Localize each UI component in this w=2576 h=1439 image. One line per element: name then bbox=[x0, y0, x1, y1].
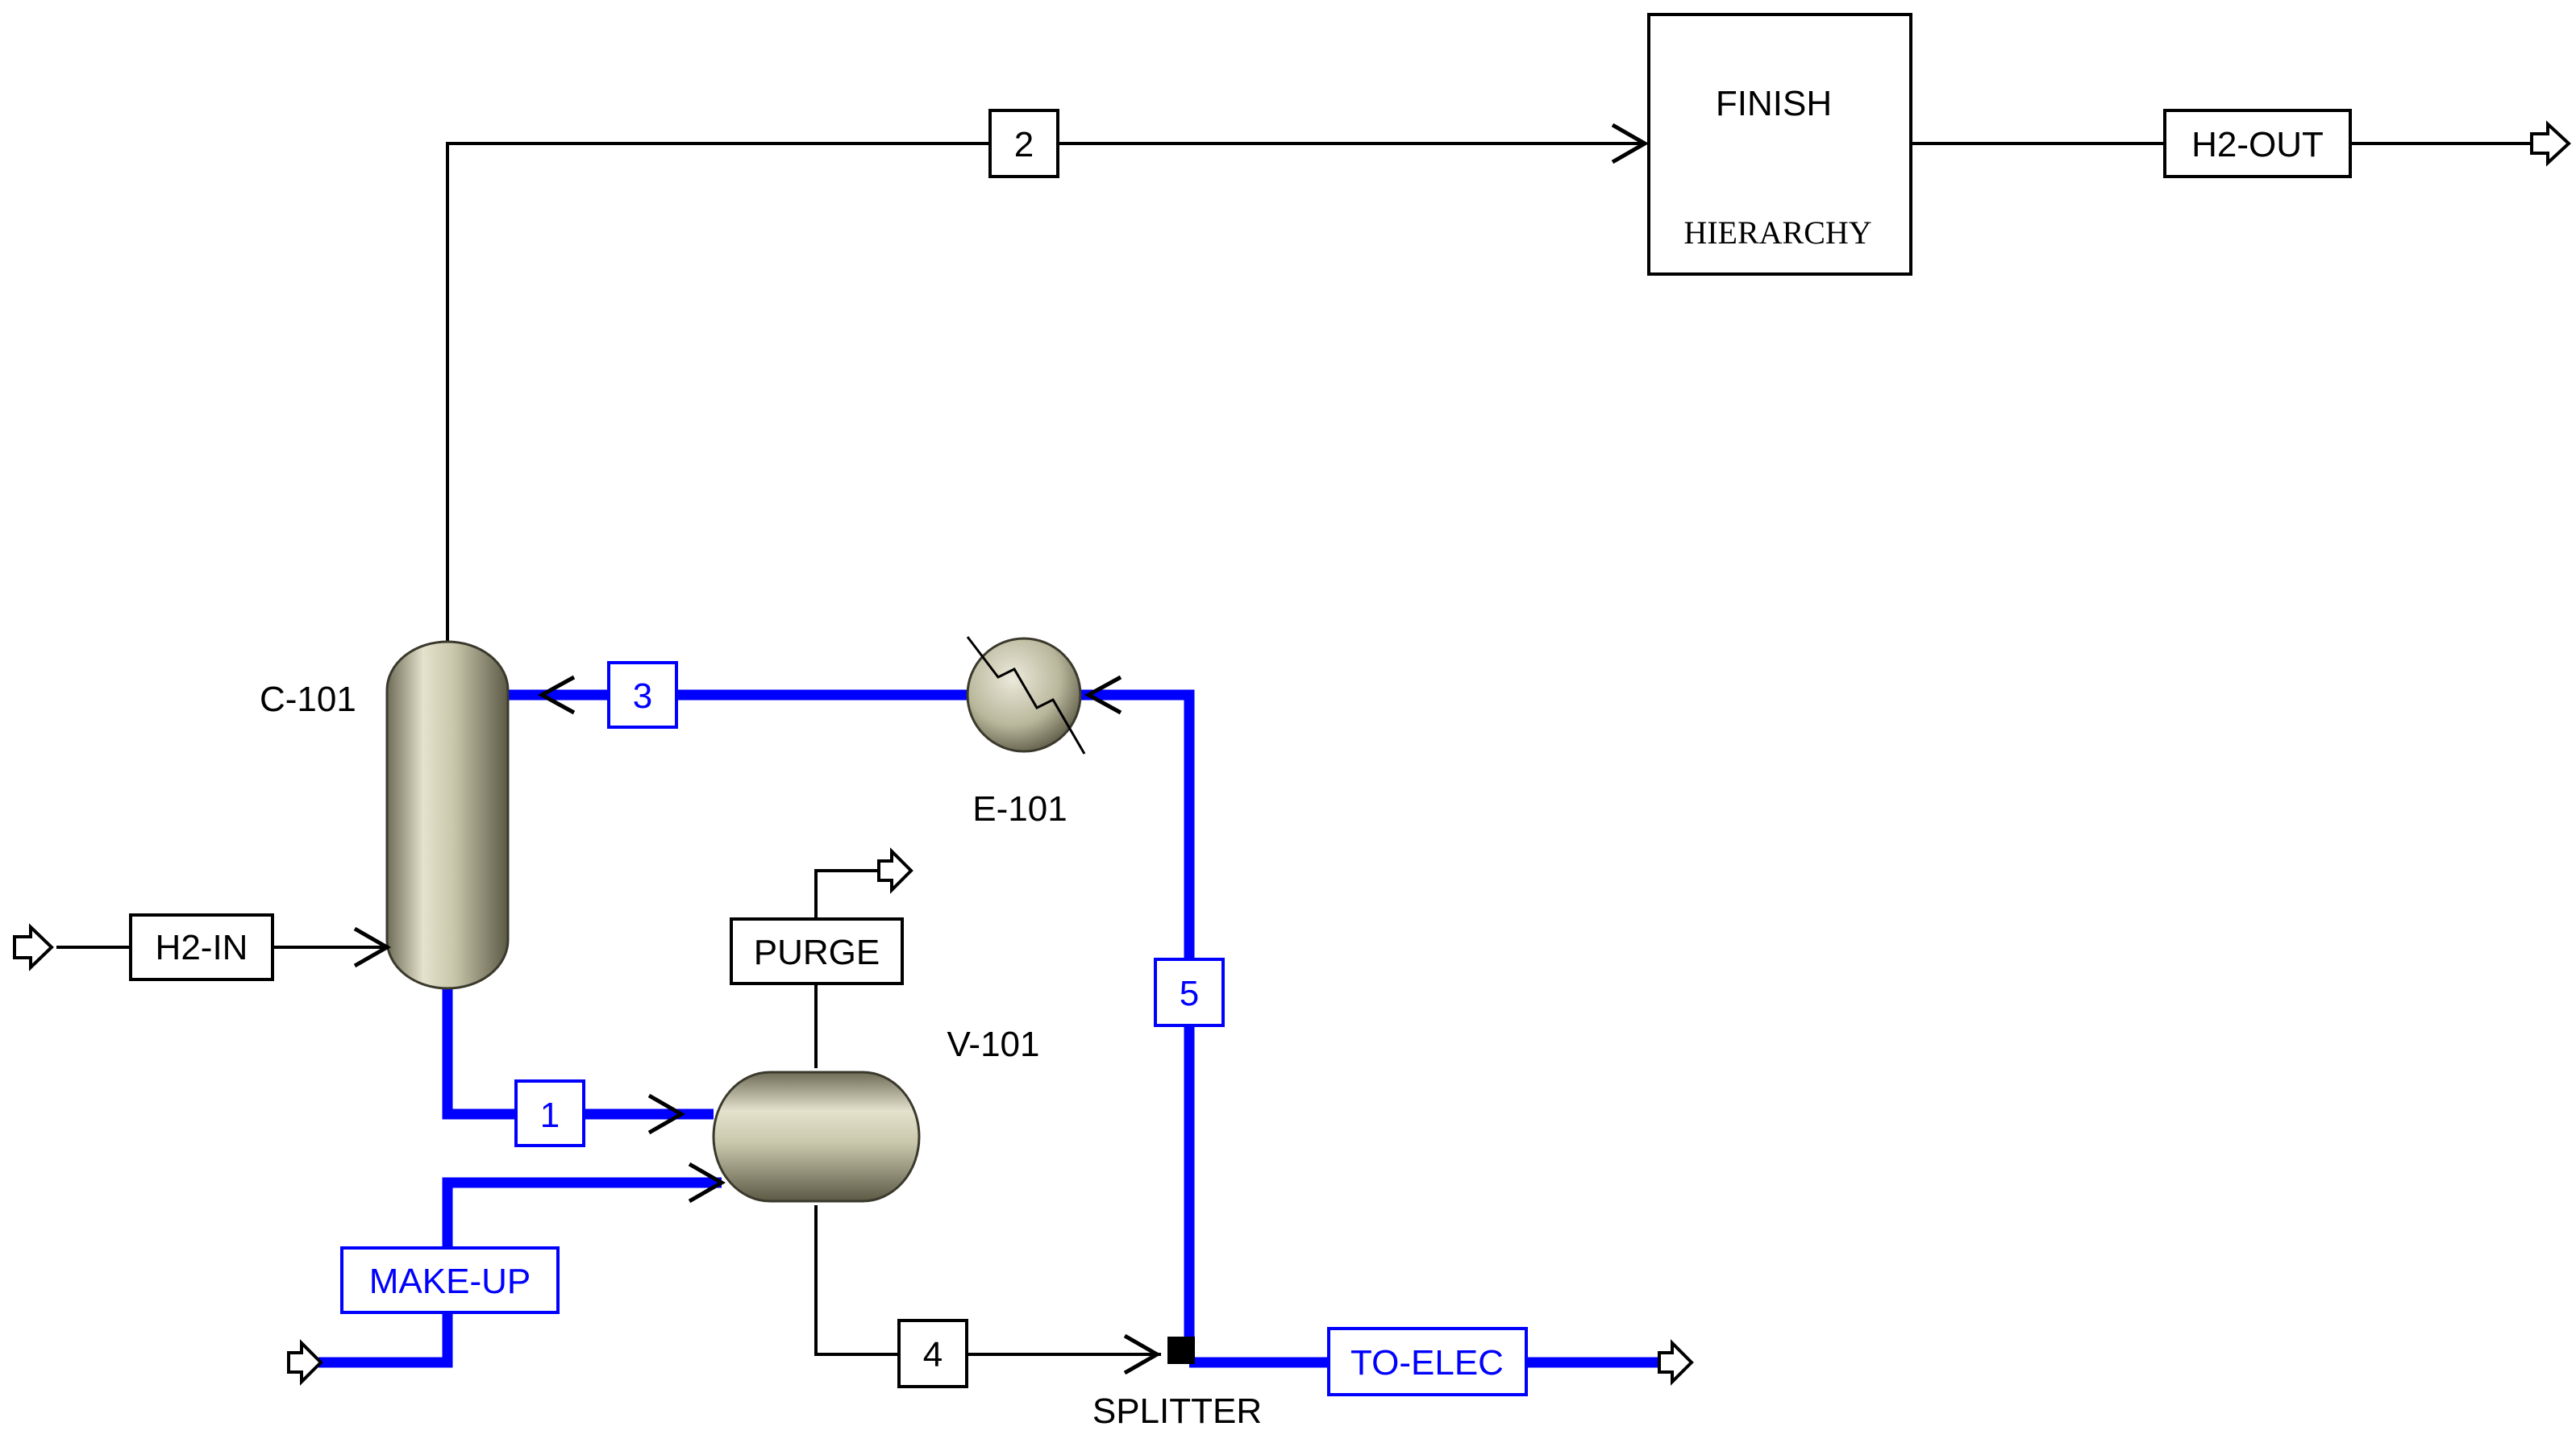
tag-purge: PURGE bbox=[754, 933, 880, 972]
stream-4-line[interactable] bbox=[814, 1205, 1161, 1356]
tag-make-up: MAKE-UP bbox=[369, 1262, 531, 1301]
label-hierarchy-title: FINISH bbox=[1716, 84, 1832, 123]
vessel-v101[interactable] bbox=[712, 1071, 921, 1203]
tag-box-h2-in[interactable] bbox=[129, 913, 274, 981]
chevron-arrow-icon bbox=[1084, 675, 1122, 715]
tag-stream-5: 5 bbox=[1180, 974, 1199, 1013]
open-arrow-icon bbox=[13, 923, 54, 971]
column-c101[interactable] bbox=[385, 640, 510, 990]
chevron-arrow-icon bbox=[1123, 1333, 1162, 1375]
tag-box-stream-4[interactable] bbox=[897, 1319, 968, 1388]
open-arrow-icon bbox=[2530, 120, 2571, 167]
label-hierarchy-subtitle: HIERARCHY bbox=[1683, 214, 1871, 251]
tag-box-stream-5[interactable] bbox=[1154, 958, 1225, 1027]
stream-2-line[interactable] bbox=[446, 142, 1645, 645]
tag-stream-1: 1 bbox=[540, 1096, 560, 1135]
chevron-arrow-icon bbox=[688, 1162, 726, 1204]
tag-stream-4: 4 bbox=[923, 1335, 943, 1375]
heat-exchanger-e101[interactable] bbox=[966, 636, 1086, 755]
tag-box-purge[interactable] bbox=[730, 917, 904, 985]
chevron-arrow-icon bbox=[647, 1093, 686, 1135]
chevron-arrow-icon bbox=[1611, 123, 1650, 164]
chevron-arrow-icon bbox=[537, 675, 576, 715]
open-arrow-icon bbox=[1658, 1339, 1694, 1386]
hierarchy-block-finish[interactable] bbox=[1647, 13, 1912, 276]
open-arrow-icon bbox=[877, 847, 913, 894]
stream-purge-line[interactable] bbox=[814, 869, 879, 1068]
tag-to-elec: TO-ELEC bbox=[1350, 1343, 1504, 1383]
tag-stream-2: 2 bbox=[1014, 125, 1034, 164]
tag-h2-in: H2-IN bbox=[156, 928, 248, 967]
open-arrow-icon bbox=[287, 1339, 323, 1386]
tag-box-stream-1[interactable] bbox=[514, 1079, 585, 1147]
label-splitter: SPLITTER bbox=[1092, 1391, 1262, 1431]
stream-5-line[interactable] bbox=[1080, 689, 1195, 1354]
label-heat-exchanger-e101: E-101 bbox=[972, 789, 1067, 829]
tag-box-stream-3[interactable] bbox=[607, 661, 678, 729]
splitter-block[interactable] bbox=[1167, 1337, 1195, 1364]
chevron-arrow-icon bbox=[353, 926, 392, 968]
tag-box-make-up[interactable] bbox=[340, 1246, 560, 1314]
tag-box-to-elec[interactable] bbox=[1327, 1327, 1528, 1396]
label-vessel-v101: V-101 bbox=[947, 1025, 1040, 1064]
tag-box-stream-2[interactable] bbox=[988, 109, 1059, 178]
tag-box-h2-out[interactable] bbox=[2163, 109, 2352, 178]
label-column-c101: C-101 bbox=[260, 680, 356, 719]
stream-1-line[interactable] bbox=[442, 984, 714, 1120]
tag-h2-out: H2-OUT bbox=[2191, 125, 2324, 164]
tag-stream-3: 3 bbox=[633, 676, 652, 716]
